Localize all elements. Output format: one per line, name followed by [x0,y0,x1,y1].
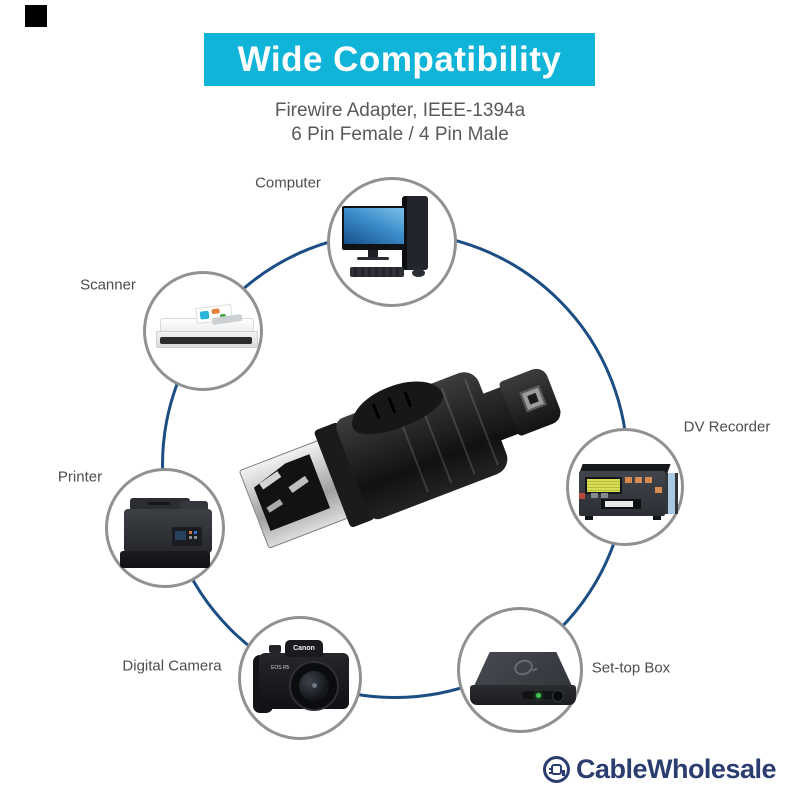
cablewholesale-plug-mark-icon [542,756,570,783]
subtitle-line1: Firewire Adapter, IEEE-1394a [274,100,526,121]
scanner-icon [146,274,260,388]
dvr-lcd-display [585,477,622,494]
brand-name: CableWholesale [575,754,777,784]
computer-monitor [342,206,406,250]
printer-screen [175,531,186,540]
banner-title: Wide Compatibility [237,39,562,79]
set-top-box-button [552,690,564,702]
dvr-side-stripe [665,473,678,514]
dvr-button [601,493,608,498]
label-set-top-box: Set-top Box [591,659,671,677]
dvr-foot [653,516,661,520]
header-banner: Wide Compatibility [204,33,595,86]
label-dv-recorder: DV Recorder [683,418,771,436]
camera-lens-glass [299,671,329,701]
power-led [536,693,541,698]
set-top-box-window [522,690,564,702]
camera-model-text: EOS R5 [271,665,290,671]
label-computer: Computer [255,174,321,192]
dvr-button [625,477,632,483]
node-computer [327,177,457,307]
scanner-slot [160,337,252,344]
printer-icon [108,471,222,585]
dvr-button [635,477,642,483]
label-scanner: Scanner [80,276,136,294]
camera-viewfinder-hump: Canon [285,640,323,657]
node-digital-camera: Canon EOS R5 [238,616,362,740]
printer-key [194,531,197,534]
node-dv-recorder [566,428,684,546]
camera-icon: Canon EOS R5 [241,619,359,737]
dvr-button [645,477,652,483]
printer-key [189,531,192,534]
printer-base [120,551,210,568]
computer-screen [344,208,404,244]
camera-lens-glint [312,683,317,688]
label-digital-camera: Digital Camera [122,657,222,675]
label-printer: Printer [57,468,103,486]
camera-dial [269,645,281,653]
plug-prong [548,768,553,770]
brand-logo: CableWholesale [542,754,777,785]
keyboard [350,267,404,277]
monitor-base [357,257,389,260]
printer-key [189,536,192,539]
camera-brand-text: Canon [293,645,315,652]
node-printer [105,468,225,588]
plug-stem [561,770,565,776]
adapter-plug-opening [519,385,547,413]
dv-recorder-icon [569,431,681,543]
computer-tower [402,196,428,270]
dvr-tape [605,501,633,507]
adapter-socket-opening [250,454,331,531]
printer-adf [130,498,190,512]
dvr-record-button [579,493,585,499]
dvr-button [655,487,662,493]
product-subtitle: Firewire Adapter, IEEE-1394a 6 Pin Femal… [0,99,800,147]
plug-prong [548,772,553,774]
computer-icon [330,180,454,304]
node-scanner [143,271,263,391]
set-top-box-front [470,685,576,705]
camera-lens [289,661,339,711]
dvr-foot [585,516,593,520]
dvr-button [591,493,598,498]
subtitle-line2: 6 Pin Female / 4 Pin Male [291,124,509,145]
plug-glyph [548,764,562,775]
corner-square-decoration [25,5,47,27]
set-top-box-icon [460,610,580,730]
mouse [412,269,425,277]
printer-control-panel [172,527,202,546]
node-set-top-box [457,607,583,733]
printer-key [194,536,197,539]
monitor-stand [368,250,378,257]
